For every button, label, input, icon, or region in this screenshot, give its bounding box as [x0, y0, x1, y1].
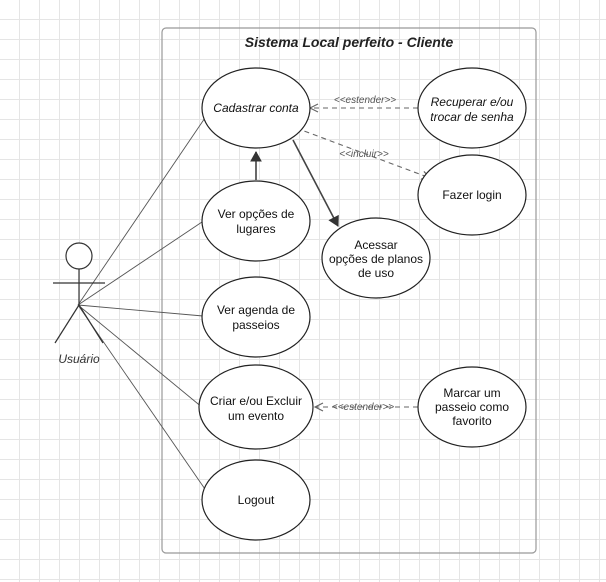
- usecase-ver-lugares-label-2: lugares: [236, 222, 275, 236]
- usecase-cadastrar-conta[interactable]: [201, 67, 311, 149]
- usecase-favorito[interactable]: [417, 366, 527, 448]
- actor-leg-left: [54, 304, 80, 344]
- usecase-acessar-label-3: de uso: [358, 266, 394, 280]
- usecase-acessar-label-1: Acessar: [354, 238, 397, 252]
- usecase-login-label: Fazer login: [442, 188, 501, 202]
- actor-head: [65, 242, 93, 270]
- actor-label: Usuário: [58, 352, 100, 366]
- assoc-ver-lugares: [77, 221, 203, 306]
- usecase-acessar-planos[interactable]: [321, 217, 431, 299]
- include-login-label: <<incluir>>: [339, 149, 389, 160]
- usecase-recuperar-label-1: Recuperar e/ou: [431, 95, 514, 109]
- usecase-recuperar-senha[interactable]: [417, 67, 527, 149]
- usecase-evento-label-1: Criar e/ou Excluir: [210, 394, 302, 408]
- assoc-logout: [77, 304, 208, 493]
- usecase-agenda-label-1: Ver agenda de: [217, 303, 295, 317]
- usecase-evento[interactable]: [198, 364, 314, 450]
- usecase-favorito-label-1: Marcar um: [443, 386, 500, 400]
- usecase-fazer-login[interactable]: [417, 154, 527, 236]
- usecase-ver-agenda[interactable]: [201, 276, 311, 358]
- actor-usuario[interactable]: [53, 242, 105, 344]
- assoc-cadastrar: [77, 111, 210, 306]
- usecase-evento-label-2: um evento: [228, 409, 284, 423]
- actor-associations: [77, 111, 210, 493]
- include-login-line: [295, 127, 430, 178]
- assoc-agenda: [77, 304, 204, 317]
- extend-favorito-label: <<estender>>: [332, 402, 394, 413]
- usecase-logout[interactable]: [201, 459, 311, 541]
- assoc-evento: [77, 304, 204, 409]
- usecase-favorito-label-2: passeio como: [435, 400, 509, 414]
- usecase-logout-label: Logout: [238, 493, 275, 507]
- acessar-planos-line: [292, 139, 339, 227]
- actor-leg-right: [78, 304, 104, 344]
- usecase-agenda-label-2: passeios: [232, 318, 279, 332]
- usecase-acessar-label-2: opções de planos: [329, 252, 423, 266]
- usecase-cadastrar-label: Cadastrar conta: [213, 101, 299, 115]
- usecase-ver-lugares[interactable]: [201, 180, 311, 262]
- system-title: Sistema Local perfeito - Cliente: [245, 34, 454, 50]
- usecase-ver-lugares-label-1: Ver opções de: [218, 207, 295, 221]
- system-boundary: [161, 27, 537, 554]
- extend-recuperar-label: <<estender>>: [334, 95, 396, 106]
- usecase-recuperar-label-2: trocar de senha: [430, 110, 514, 124]
- usecase-favorito-label-3: favorito: [452, 414, 492, 428]
